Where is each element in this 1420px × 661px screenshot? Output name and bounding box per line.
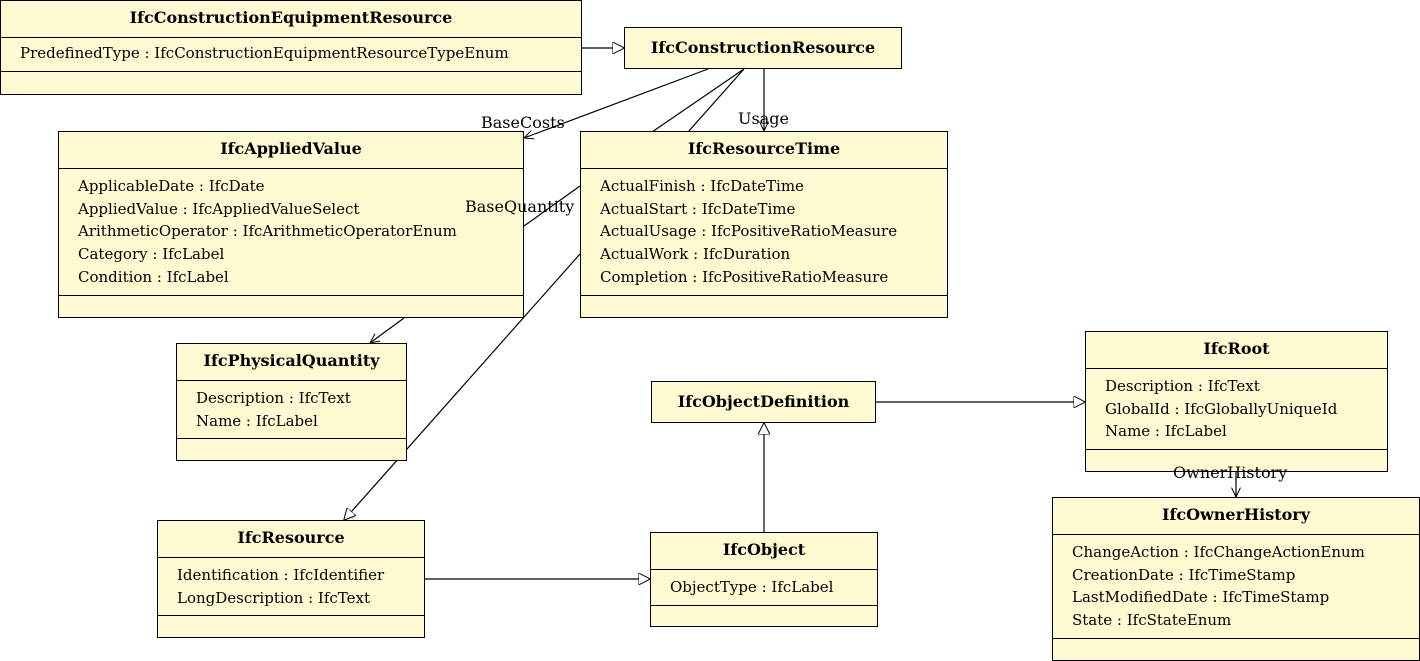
operations-compartment <box>1086 449 1387 471</box>
edge-construction-to-time-b <box>687 68 745 133</box>
attribute: ApplicableDate : IfcDate <box>78 177 265 195</box>
attribute-list: ChangeAction : IfcChangeActionEnum Creat… <box>1053 534 1419 638</box>
operations-compartment <box>177 438 406 460</box>
attribute: ActualWork : IfcDuration <box>600 245 791 264</box>
edge-label-usage: Usage <box>738 109 789 128</box>
class-name: IfcResource <box>237 528 345 547</box>
class-ifc-resource-time: IfcResourceTime ActualFinish : IfcDateTi… <box>580 131 948 318</box>
attribute: ActualStart : IfcDateTime <box>600 199 796 218</box>
operations-compartment <box>581 294 947 317</box>
attribute: Condition : IfcLabel <box>78 267 229 286</box>
attribute: ActualUsage : IfcPositiveRatioMeasure <box>600 222 898 241</box>
attribute: Completion : IfcPositiveRatioMeasure <box>600 267 889 286</box>
attribute-list: PredefinedType : IfcConstructionEquipmen… <box>1 37 581 71</box>
attribute: ActualFinish : IfcDateTime <box>600 177 804 195</box>
edge-basequantity-lower <box>370 317 405 343</box>
attribute-list: ApplicableDate : IfcDate AppliedValue : … <box>59 168 523 295</box>
class-ifc-object: IfcObject ObjectType : IfcLabel <box>650 532 878 627</box>
class-name: IfcAppliedValue <box>220 139 362 158</box>
class-name: IfcRoot <box>1203 339 1270 358</box>
attribute-list: Identification : IfcIdentifier LongDescr… <box>158 557 424 615</box>
class-name: IfcResourceTime <box>687 139 841 158</box>
attribute: Name : IfcLabel <box>1105 422 1227 441</box>
class-ifc-root: IfcRoot Description : IfcText GlobalId :… <box>1085 331 1388 472</box>
attribute-list: ActualFinish : IfcDateTime ActualStart :… <box>581 168 947 295</box>
operations-compartment <box>158 615 424 637</box>
class-name: IfcConstructionEquipmentResource <box>129 8 453 27</box>
attribute: ObjectType : IfcLabel <box>670 578 834 596</box>
edge-construction-to-time-a <box>651 68 745 133</box>
attribute: Identification : IfcIdentifier <box>177 566 385 584</box>
attribute: LongDescription : IfcText <box>177 588 371 607</box>
class-ifc-object-definition: IfcObjectDefinition <box>651 381 876 423</box>
attribute: AppliedValue : IfcAppliedValueSelect <box>78 199 360 218</box>
attribute-list: ObjectType : IfcLabel <box>651 569 877 605</box>
attribute-list: Description : IfcText GlobalId : IfcGlob… <box>1086 368 1387 449</box>
edge-basecosts <box>524 68 709 138</box>
operations-compartment <box>1 70 581 94</box>
class-name: IfcConstructionResource <box>650 38 876 57</box>
attribute: Description : IfcText <box>196 389 351 407</box>
class-name: IfcPhysicalQuantity <box>203 351 380 370</box>
operations-compartment <box>651 604 877 626</box>
class-ifc-owner-history: IfcOwnerHistory ChangeAction : IfcChange… <box>1052 497 1420 661</box>
class-ifc-construction-equipment-resource: IfcConstructionEquipmentResource Predefi… <box>0 0 582 95</box>
operations-compartment <box>59 294 523 317</box>
class-name: IfcObjectDefinition <box>677 392 850 411</box>
operations-compartment <box>1053 637 1419 660</box>
class-ifc-applied-value: IfcAppliedValue ApplicableDate : IfcDate… <box>58 131 524 318</box>
edge-to-resource <box>344 253 581 520</box>
attribute: Description : IfcText <box>1105 377 1260 395</box>
edge-label-basecosts: BaseCosts <box>481 113 565 132</box>
attribute: LastModifiedDate : IfcTimeStamp <box>1072 588 1330 607</box>
attribute: PredefinedType : IfcConstructionEquipmen… <box>20 44 509 62</box>
attribute: GlobalId : IfcGloballyUniqueId <box>1105 399 1338 418</box>
class-ifc-resource: IfcResource Identification : IfcIdentifi… <box>157 520 425 638</box>
attribute: State : IfcStateEnum <box>1072 611 1232 630</box>
class-name: IfcObject <box>722 540 806 559</box>
edge-label-basequantity: BaseQuantity <box>465 197 575 216</box>
attribute: Name : IfcLabel <box>196 411 318 430</box>
class-name: IfcOwnerHistory <box>1161 505 1311 524</box>
edge-basequantity-upper <box>523 185 581 227</box>
attribute: CreationDate : IfcTimeStamp <box>1072 565 1296 584</box>
class-ifc-construction-resource: IfcConstructionResource <box>624 27 902 69</box>
attribute: ArithmeticOperator : IfcArithmeticOperat… <box>78 222 457 241</box>
attribute: Category : IfcLabel <box>78 245 225 264</box>
edge-label-ownerhistory: OwnerHistory <box>1173 463 1288 482</box>
attribute: ChangeAction : IfcChangeActionEnum <box>1072 543 1365 561</box>
class-ifc-physical-quantity: IfcPhysicalQuantity Description : IfcTex… <box>176 343 407 461</box>
attribute-list: Description : IfcText Name : IfcLabel <box>177 380 406 438</box>
